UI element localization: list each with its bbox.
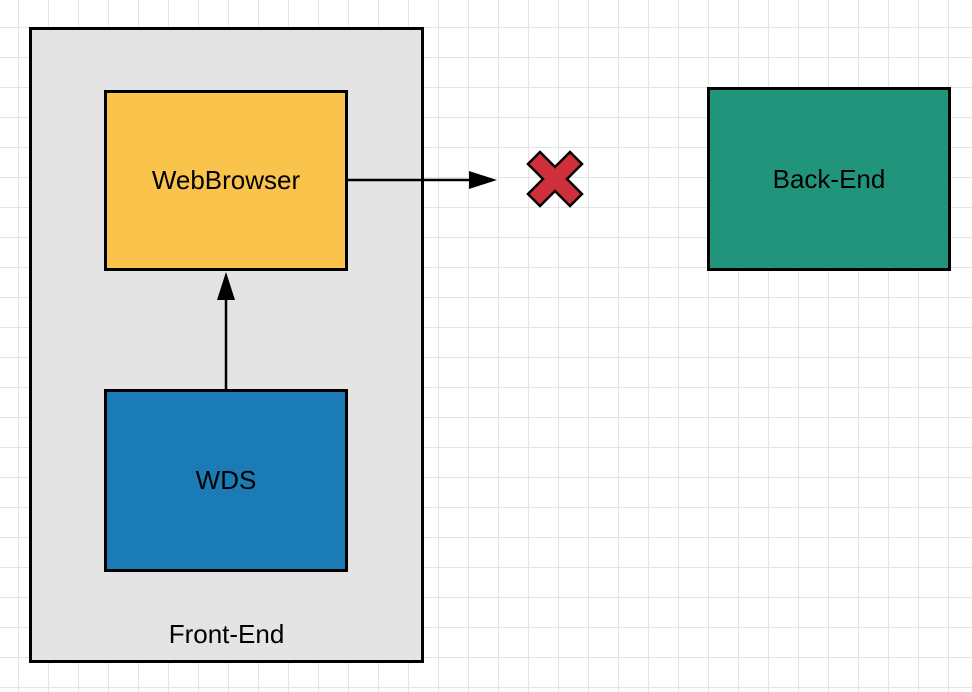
wds-label: WDS	[195, 465, 257, 495]
webbrowser-label: WebBrowser	[151, 165, 301, 195]
backend-label: Back-End	[772, 163, 886, 194]
arrow-wds-to-webbrowser[interactable]	[217, 272, 235, 389]
frontend-label: Front-End	[168, 619, 285, 649]
x-mark-icon	[526, 150, 584, 208]
wds-node[interactable]: WDS	[104, 389, 348, 572]
backend-node[interactable]: Back-End	[707, 87, 951, 271]
arrow-webbrowser-to-blocked[interactable]	[348, 171, 497, 189]
webbrowser-node[interactable]: WebBrowser	[104, 90, 348, 271]
